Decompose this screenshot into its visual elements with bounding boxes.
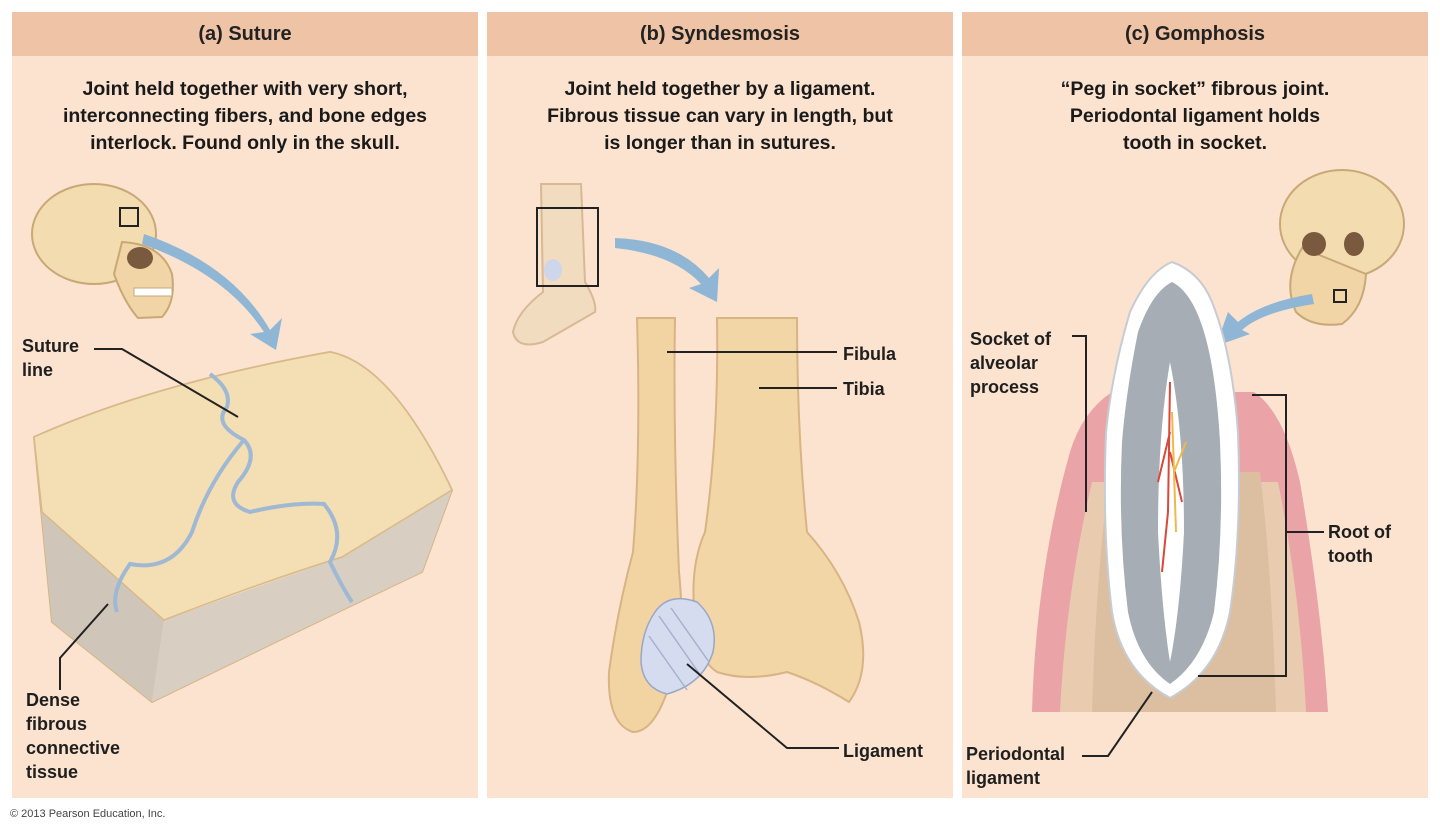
panel-gomphosis: (c) Gomphosis “Peg in socket” fibrous jo… [962, 12, 1428, 798]
suture-illustration [31, 183, 454, 704]
label-socket-of-alveolar-process: Socket of alveolar process [970, 329, 1052, 397]
panel-description: Joint held together with very short, int… [62, 78, 428, 154]
syndesmosis-illustration [511, 183, 865, 749]
skull-icon [1279, 169, 1405, 326]
dense-tissue-leader-line [59, 603, 109, 690]
suture-leader-line [94, 348, 239, 418]
label-tibia: Tibia [843, 379, 885, 399]
panel-description: Joint held together by a ligament. Fibro… [547, 78, 893, 154]
root-bracket-line [1198, 394, 1324, 677]
curved-arrow-icon [615, 238, 719, 302]
ligament-leader-line [686, 663, 839, 749]
lower-leg-icon [511, 183, 599, 346]
label-periodontal-ligament: Periodontal ligament [966, 744, 1066, 788]
skull-bone-section-icon [32, 350, 454, 704]
panel-suture: (a) Suture Joint held together with very… [12, 12, 478, 798]
label-fibula: Fibula [843, 344, 896, 364]
skull-icon [31, 183, 174, 320]
label-ligament: Ligament [843, 741, 924, 761]
curved-arrow-icon [142, 234, 282, 350]
panel-syndesmosis: (b) Syndesmosis Joint held together by a… [487, 12, 953, 798]
panel-title: (c) Gomphosis [962, 12, 1428, 56]
copyright-notice: © 2013 Pearson Education, Inc. [10, 808, 166, 820]
label-root-of-tooth: Root of tooth [1328, 522, 1391, 566]
tibia-fibula-icon [607, 317, 865, 734]
curved-arrow-icon [1216, 294, 1314, 346]
label-dense-fibrous-connective-tissue: Dense fibrous connective tissue [26, 690, 121, 782]
socket-leader-line [1072, 335, 1087, 512]
gomphosis-illustration [1032, 169, 1405, 757]
panel-description: “Peg in socket” fibrous joint. Periodont… [1060, 78, 1330, 154]
panel-title: (b) Syndesmosis [487, 12, 953, 56]
periodontal-leader-line [1082, 691, 1153, 757]
panel-title: (a) Suture [12, 12, 478, 56]
tooth-section-icon [1032, 260, 1328, 712]
label-suture-line: Suture line [22, 336, 80, 380]
